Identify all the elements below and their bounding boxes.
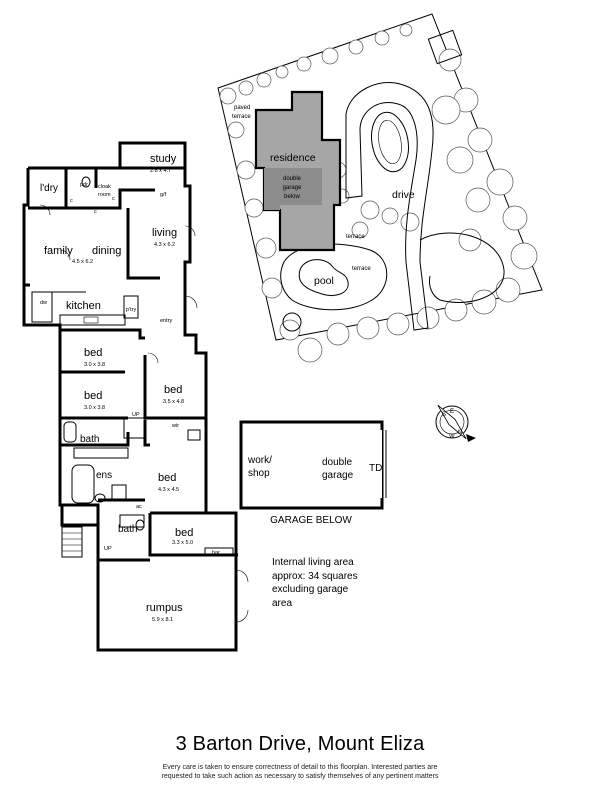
laundry-label: l'dry [40,183,58,194]
bed2-label: bed [84,390,102,402]
bed4-dim: 4.3 x 4.5 [158,487,179,493]
cupboard-label-1: c [70,198,73,204]
study-label: study [150,153,177,165]
paved-terrace-label-1: paved [234,105,250,111]
ens-label: ens [96,470,112,481]
entry-label: entry [160,318,172,324]
bed2-dim: 3.0 x 3.8 [84,405,105,411]
bed3-label: bed [164,384,182,396]
area-note-line-4: area [272,597,293,609]
cloak-label-2: room [98,192,111,198]
living-dim: 4.3 x 6.2 [154,242,175,248]
pool-label: pool [314,275,334,287]
residence-label: residence [270,152,316,164]
bathroom-fixtures [63,176,201,531]
tilt-door-label: TD [369,463,382,474]
cupboard-label-2: c [112,196,115,202]
driveway-outline [345,82,434,331]
bar-label: bar [212,550,220,556]
pdr-label: pdr [80,182,88,188]
paved-terrace-label-2: terrace [232,114,251,120]
ac-label: ac [136,504,142,510]
bed3-dim: 3.5 x 4.8 [163,399,184,405]
pantry-label: p'try [126,307,136,313]
area-note-line-1: Internal living area [272,557,354,568]
rumpus-label: rumpus [146,602,183,614]
dining-label: dining [92,245,121,257]
dishwasher-label: dw [40,300,47,306]
area-note: Internal living area approx: 34 squares … [272,556,358,610]
garage-below-label-2: garage [283,185,302,191]
family-label: family [44,245,73,257]
drive-label: drive [392,189,415,201]
bed4-label: bed [158,472,176,484]
up-label-1: UP [132,412,140,418]
bed5-dim: 3.3 x 5.0 [172,540,193,546]
workshop-label-1: work/ [247,455,272,466]
bed5-label: bed [175,527,193,539]
garage-caption: GARAGE BELOW [270,515,352,526]
disclaimer-line-1: Every care is taken to ensure correctnes… [162,764,438,771]
property-title: 3 Barton Drive, Mount Eliza [175,733,425,755]
up-label-2: UP [104,546,112,552]
bath2-label: bath [118,524,137,535]
compass-pointer [466,434,476,442]
cupboard-label-3: c [94,209,97,215]
garage-below-footprint [264,168,322,210]
disclaimer: Every care is taken to ensure correctnes… [60,763,540,781]
double-garage-label-1: double [322,457,352,468]
living-label: living [152,227,177,239]
compass-w: W [449,434,455,440]
terrace-label-1: terrace [346,234,365,240]
bed1-dim: 3.0 x 3.8 [84,362,105,368]
cloak-label-1: cloak [98,184,111,190]
compass-e: E [450,409,454,415]
spa-circle [282,312,302,332]
workshop-label-2: shop [248,468,270,479]
compass-rose: N S E W [435,404,476,442]
family-dim: 4.5 x 6.2 [72,259,93,265]
house-exterior-walls [22,141,238,652]
pool-terrace-outline [280,243,388,311]
wir-label: wir [171,423,179,429]
garage-below-label-3: below [284,194,300,200]
site-boundary [217,13,543,341]
garage-below-label-1: double [283,176,302,182]
garden-bed [371,111,409,173]
compass-n: N [458,430,462,436]
terrace-label-2: terrace [352,266,371,272]
area-note-line-2: approx: 34 squares [272,570,358,582]
main-floor-plan: study 2.8 x 4.7 l'dry pdr cloak room c c… [22,141,249,652]
disclaimer-line-2: requested to take such action as necessa… [161,773,439,780]
bath1-label: bath [80,434,99,445]
study-dim: 2.8 x 4.7 [150,168,171,174]
double-garage-label-2: garage [322,470,354,481]
pool-shape [298,259,349,296]
bar-counter [204,547,234,557]
stairs [61,417,146,558]
turning-circle-outline [419,232,505,303]
door-swings [39,204,249,623]
kitchen-label: kitchen [66,300,101,312]
gf-label: g/f [160,192,167,198]
garden-shed [427,29,463,65]
garden-trees [219,23,538,363]
bed1-label: bed [84,347,102,359]
site-plan: paved terrace residence double garage be… [217,13,543,363]
area-note-line-3: excluding garage [272,584,349,595]
compass-s: S [442,412,446,418]
rumpus-dim: 5.9 x 8.1 [152,617,173,623]
kitchen-fittings [31,291,139,326]
garden-bed-inner [378,119,402,165]
garage-plan: work/ shop double garage TD GARAGE BELOW [239,420,387,526]
